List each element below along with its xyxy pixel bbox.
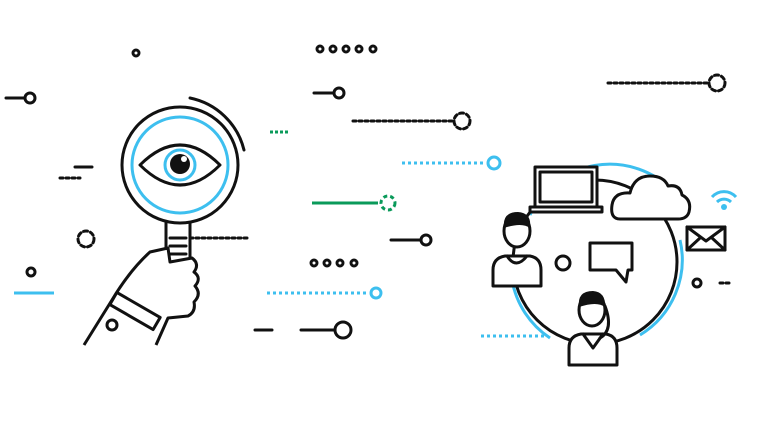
person-icon xyxy=(567,291,619,367)
magnifier-eye-icon xyxy=(82,96,246,346)
person-icon xyxy=(491,212,543,288)
left-decorations xyxy=(4,48,252,295)
envelope-icon xyxy=(685,225,727,252)
speech-bubble-icon xyxy=(588,241,634,284)
connected-people-network xyxy=(481,73,738,367)
middle-decorations xyxy=(253,44,502,340)
cloud-icon xyxy=(610,174,692,221)
laptop-icon xyxy=(528,165,604,214)
wifi-icon xyxy=(710,190,738,210)
